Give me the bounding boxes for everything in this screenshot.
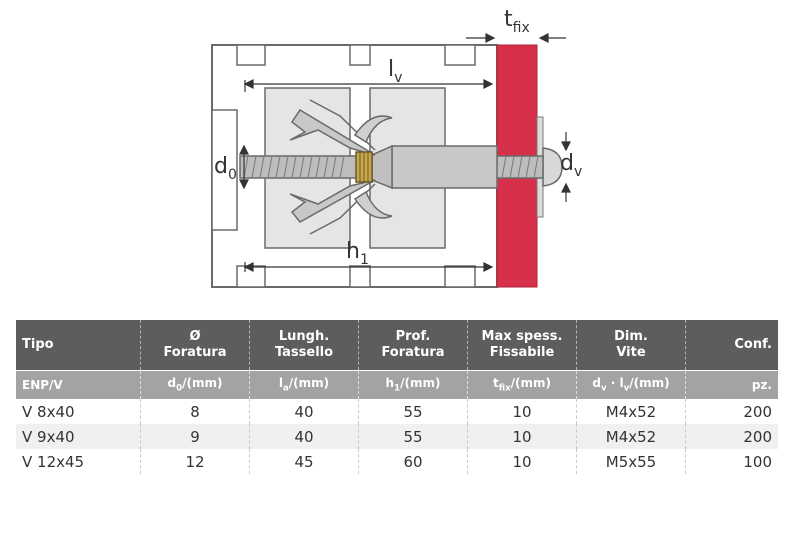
cell-lunghezza: 40: [249, 424, 359, 449]
cell-lunghezza: 45: [249, 449, 359, 474]
cell-lunghezza: 40: [249, 399, 359, 424]
dowel-sleeve: [391, 145, 498, 189]
screw-thread: [243, 155, 539, 179]
unit-la: la/(mm): [249, 370, 359, 399]
table-row: V 8x40 8 40 55 10 M4x52 200: [16, 399, 778, 424]
screw-head: [542, 147, 563, 187]
dowel-arm-upper: [289, 108, 376, 156]
cell-conf: 100: [743, 452, 772, 471]
cell-vite: M5x55: [576, 449, 686, 474]
cell-foratura: 9: [140, 424, 250, 449]
wall-top-cavity: [236, 44, 266, 66]
label-d0: d0: [214, 154, 237, 183]
cell-model: V 8x40: [16, 399, 141, 424]
wall-bottom-cavity: [444, 265, 476, 288]
wall-top-cavity: [349, 44, 371, 66]
table-row: V 12x45 12 45 60 10 M5x55 100: [16, 449, 778, 474]
table-row: V 9x40 9 40 55 10 M4x52 200: [16, 424, 778, 449]
wall-bottom-cavity: [349, 265, 371, 288]
header-lunghezza: Lungh.Tassello: [249, 320, 359, 371]
cell-spessore: 10: [467, 449, 577, 474]
unit-model: ENP/V: [16, 370, 141, 399]
cell-spessore: 10: [467, 399, 577, 424]
cell-model: V 12x45: [16, 449, 141, 474]
units-row: ENP/V d0/(mm) la/(mm) h1/(mm) tfix/(mm) …: [16, 370, 778, 399]
header-vite: Dim.Vite: [576, 320, 686, 371]
label-lv: lv: [388, 57, 402, 86]
unit-dv-lv: dv · lv/(mm): [576, 370, 686, 399]
unit-d0: d0/(mm): [140, 370, 250, 399]
brick-cavity: [211, 109, 238, 231]
wall-top-cavity: [444, 44, 476, 66]
cell-foratura: 8: [140, 399, 250, 424]
dowel-arm-lower: [289, 179, 376, 223]
dowel-barb: [353, 115, 393, 144]
cell-profondita: 55: [358, 424, 468, 449]
dowel-barb: [353, 190, 393, 219]
dowel-installation-diagram: lv h1 d0 dv tfix: [211, 7, 582, 288]
header-spessore: Max spess.Fissabile: [467, 320, 577, 371]
unit-pz: pz.: [685, 370, 778, 399]
header-conf: Conf.: [685, 320, 778, 371]
cell-conf: 200: [743, 402, 772, 421]
cell-spessore: 10: [467, 424, 577, 449]
label-h1: h1: [346, 239, 369, 268]
cell-foratura: 12: [140, 449, 250, 474]
unit-tfix: tfix/(mm): [467, 370, 577, 399]
label-tfix: tfix: [504, 7, 530, 36]
cell-profondita: 60: [358, 449, 468, 474]
cell-conf: 200: [685, 424, 778, 449]
label-dv: dv: [560, 151, 582, 180]
cell-model: V 9x40: [16, 424, 141, 449]
cell-vite: M4x52: [576, 424, 686, 449]
cell-vite: M4x52: [576, 399, 686, 424]
header-profondita: Prof.Foratura: [358, 320, 468, 371]
unit-h1: h1/(mm): [358, 370, 468, 399]
header-tipo: Tipo: [16, 320, 141, 371]
dimension-lines: [239, 33, 571, 272]
cell-profondita: 55: [358, 399, 468, 424]
